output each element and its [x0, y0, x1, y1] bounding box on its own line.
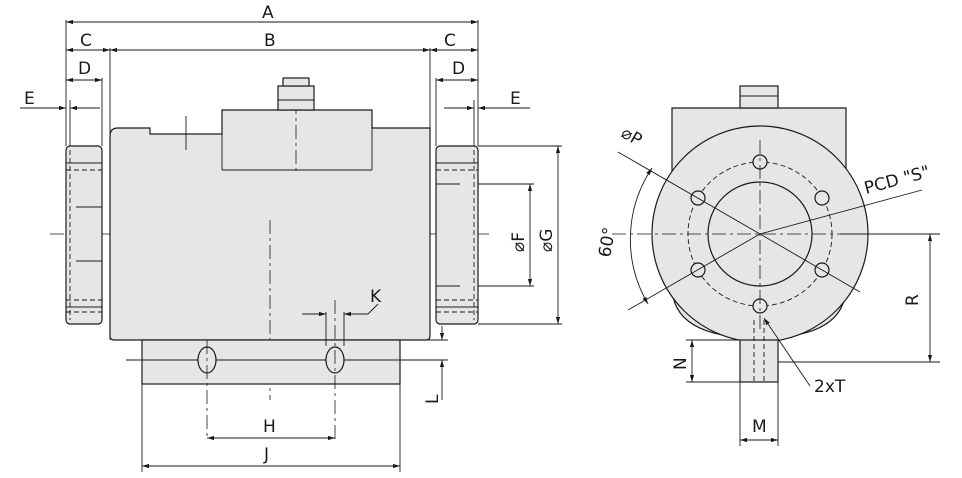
- dim-e-left-label: E: [24, 89, 35, 109]
- left-flange: [65, 145, 103, 325]
- dim-l-label: L: [423, 394, 443, 404]
- front-connector: [739, 85, 779, 109]
- dim-c-left-label: C: [80, 31, 92, 51]
- mounting-base: [126, 300, 442, 440]
- dim-t-label: 2xT: [814, 377, 846, 397]
- dim-p-label: ⌀P: [618, 123, 646, 151]
- dim-g-label: ⌀G: [537, 229, 557, 252]
- dim-n-label: N: [671, 357, 691, 370]
- dim-d-right-label: D: [452, 59, 465, 79]
- angle-label: 60°: [595, 226, 620, 259]
- dim-d-left-label: D: [78, 59, 91, 79]
- front-view: 60° ⌀P PCD "S" 2xT R N M: [595, 85, 940, 446]
- pcd-label: PCD "S": [862, 162, 932, 199]
- dim-h-label: H: [263, 417, 276, 437]
- housing: [109, 48, 431, 400]
- connector: [277, 77, 315, 111]
- dim-b-label: B: [264, 31, 276, 51]
- right-flange: [435, 145, 479, 325]
- dim-a-label: A: [262, 3, 274, 23]
- dim-e-right-label: E: [510, 89, 521, 109]
- dim-f-label: ⌀F: [509, 232, 529, 252]
- dim-k-label: K: [370, 287, 382, 307]
- dim-m-label: M: [752, 417, 767, 437]
- dim-j-label: J: [263, 445, 269, 465]
- dim-c-right-label: C: [444, 31, 456, 51]
- dim-r-label: R: [903, 294, 923, 306]
- locating-pin: [739, 320, 779, 383]
- side-view: A B C C D D E E ⌀F ⌀G: [20, 3, 562, 472]
